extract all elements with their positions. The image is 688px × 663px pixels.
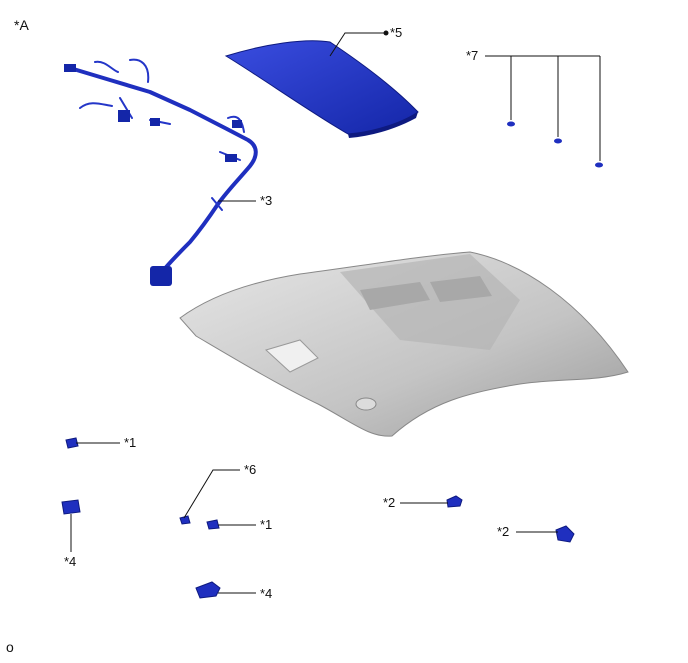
leader-lines [70,32,601,594]
callout-1-center: *1 [260,517,273,532]
callout-3: *3 [260,193,273,208]
view-label: *A [14,17,29,33]
callout-1-left: *1 [124,435,137,450]
callout-7: *7 [466,48,479,63]
callout-5: *5 [390,25,403,40]
clip-parts [507,121,603,168]
callout-2-upper: *2 [383,495,396,510]
wire-harness-part [64,58,258,286]
roof-panel-part [224,40,419,138]
callout-4-left: *4 [64,554,77,569]
callout-2-lower: *2 [497,524,510,539]
callout-6: *6 [244,462,257,477]
small-parts [61,437,575,599]
roof-headliner-part [179,251,629,437]
callout-dot [383,30,389,36]
callout-4-center: *4 [260,586,273,601]
footer-mark: o [6,639,14,655]
